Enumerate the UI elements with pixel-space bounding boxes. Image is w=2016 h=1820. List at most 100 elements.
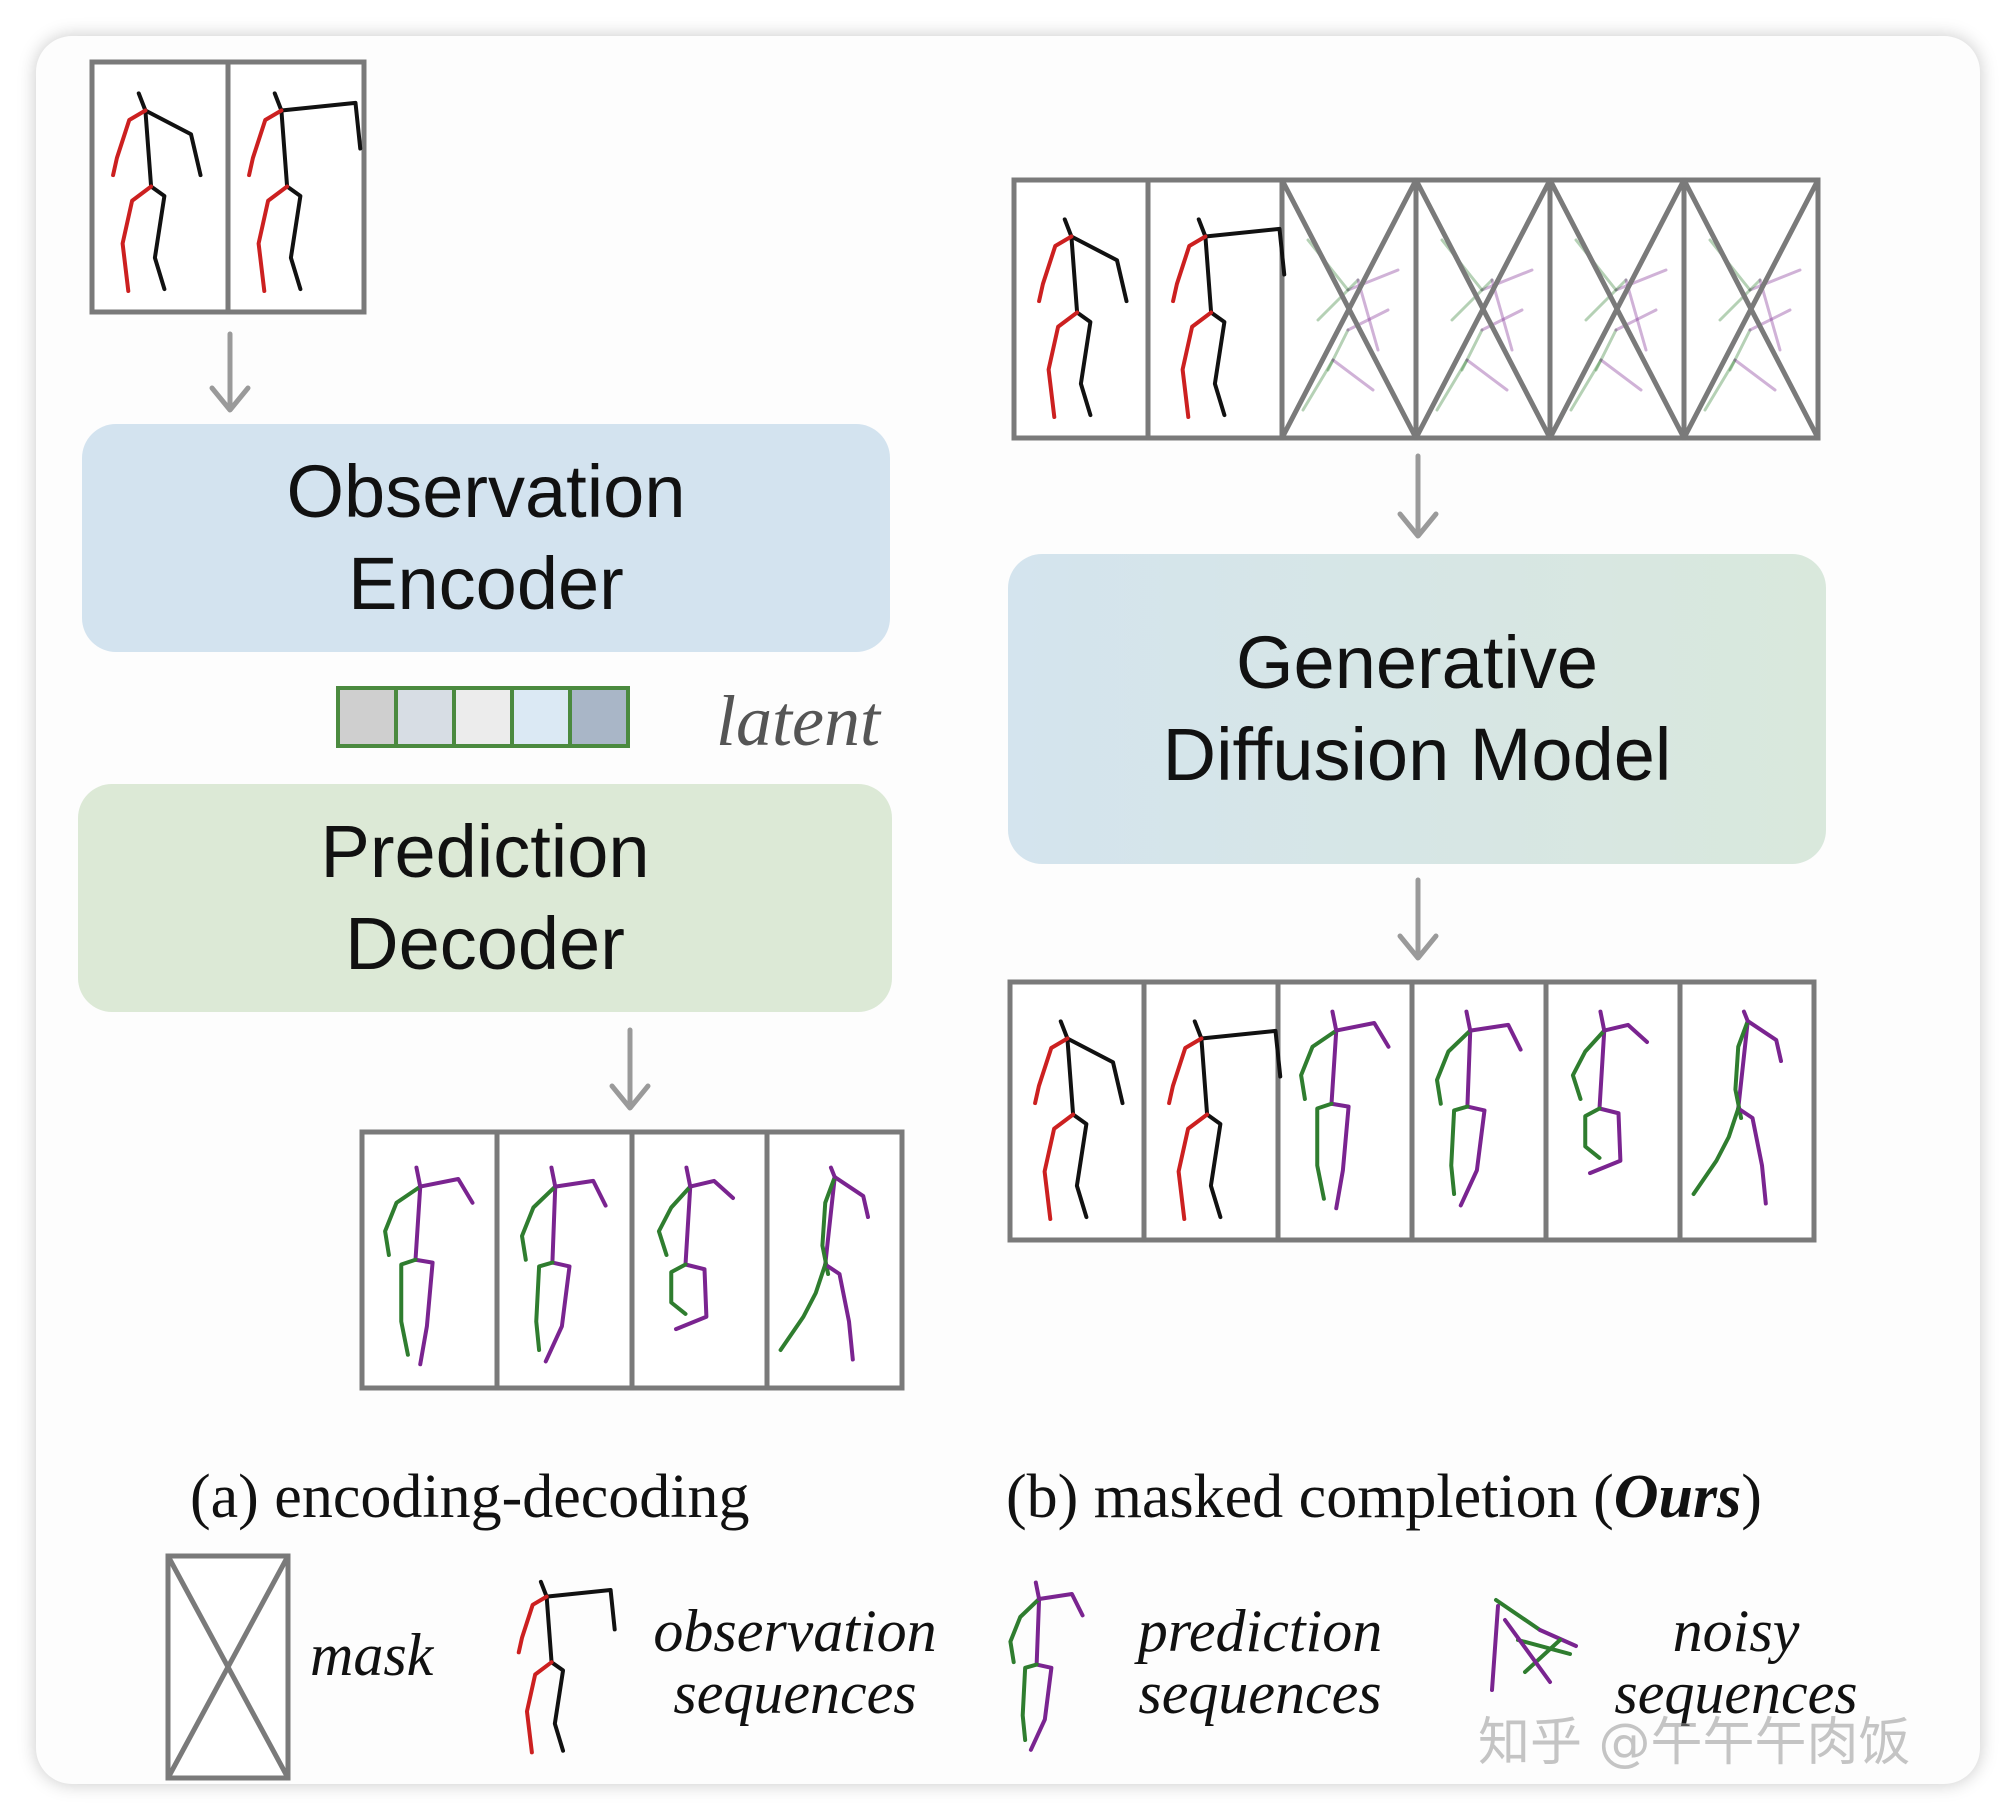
noisy-stroke: [1490, 278, 1514, 352]
decoder-line2: Decoder: [345, 902, 625, 985]
caption-b-prefix: (b) masked completion (: [1006, 1463, 1614, 1531]
skeleton-right-leg: [1209, 310, 1227, 418]
diffusion-line2: Diffusion Model: [1162, 713, 1672, 796]
skeleton-right-arm: [1602, 1022, 1649, 1044]
skeleton-spine: [683, 1184, 693, 1267]
skeleton-left-arm: [656, 1184, 693, 1257]
noisy-stroke: [1490, 1604, 1500, 1692]
legend-mask-label: mask: [310, 1622, 434, 1688]
skeleton-right-leg: [1329, 1101, 1351, 1211]
legend-mask-icon: [165, 1553, 291, 1781]
decoder-line1: Prediction: [320, 810, 650, 893]
skeleton-left-arm: [1037, 234, 1074, 304]
skeleton-left-leg: [1042, 1112, 1076, 1221]
skeleton-spine: [1597, 1028, 1607, 1111]
noisy-stroke: [1450, 278, 1494, 322]
latent-cell: [336, 686, 398, 748]
skeleton-head: [1330, 1009, 1339, 1033]
noisy-stroke: [1718, 278, 1762, 322]
skeleton-left-arm: [516, 1594, 549, 1655]
skeleton-left-leg: [1449, 1104, 1470, 1196]
skeleton-left-leg: [1180, 310, 1214, 419]
skeleton-spine: [279, 108, 290, 189]
observation-encoder-box: Observation Encoder: [82, 424, 890, 652]
skeleton-head: [1741, 1009, 1750, 1024]
caption-a: (a) encoding-decoding: [190, 1463, 750, 1531]
skeleton-spine: [823, 1175, 837, 1267]
skeleton-spine: [1069, 234, 1080, 315]
legend-observation-icon: [516, 1579, 617, 1755]
skeleton-left-leg: [399, 1257, 418, 1357]
skeleton-spine: [1199, 1036, 1210, 1117]
skeleton-neck: [538, 1579, 549, 1599]
noisy-stroke: [1301, 358, 1335, 412]
skeleton-left-arm: [1435, 1028, 1473, 1106]
noisy-stroke: [1331, 358, 1375, 392]
skeleton-left-leg: [524, 1660, 554, 1755]
skeleton-left-arm: [1167, 1036, 1204, 1106]
skeleton-head: [684, 1165, 693, 1189]
skeleton-right-arm: [1065, 1036, 1125, 1106]
arrow-to-encoder: [209, 331, 251, 413]
diffusion-line1: Generative: [1236, 621, 1598, 704]
skeleton-left-arm: [247, 108, 284, 178]
noisy-stroke: [1516, 1638, 1572, 1656]
skeleton-neck: [272, 91, 284, 113]
noisy-stroke: [1758, 278, 1782, 352]
latent-vector: [336, 686, 630, 748]
skeleton-right-arm: [1468, 1022, 1523, 1052]
skeleton-left-leg: [1046, 310, 1080, 419]
mask-cross: [165, 1553, 291, 1781]
skeleton-left-leg: [256, 184, 290, 293]
skeleton-left-leg: [120, 184, 154, 293]
skeleton-spine: [550, 1184, 558, 1265]
skeleton-neck: [1196, 217, 1208, 239]
observation-strip-a: [89, 59, 367, 315]
generative-diffusion-model-box: Generative Diffusion Model: [1008, 554, 1826, 864]
noisy-stroke: [1624, 278, 1648, 352]
noisy-stroke: [1480, 268, 1534, 292]
skeleton-left-arm: [520, 1184, 558, 1262]
arrow-to-prediction-strip: [609, 1027, 651, 1111]
noisy-stroke: [1356, 278, 1380, 352]
skeleton-spine: [1736, 1019, 1750, 1111]
skeleton-right-arm: [1199, 1028, 1283, 1079]
skeleton-left-arm: [1033, 1036, 1070, 1106]
latent-cell: [394, 686, 456, 748]
skeleton-left-arm: [1570, 1028, 1607, 1101]
legend-observation-label: observation sequences: [630, 1600, 960, 1724]
arrow-head: [209, 385, 251, 413]
legend-prediction-icon: [1008, 1580, 1085, 1752]
skeleton-spine: [143, 108, 154, 189]
latent-label: latent: [716, 681, 880, 761]
skeleton-right-arm: [1203, 226, 1287, 277]
mask-cross: [1547, 177, 1687, 441]
skeleton-right-leg: [1028, 1662, 1054, 1752]
legend-noisy-line2: sequences: [1614, 1660, 1858, 1726]
skeleton-right-leg: [543, 1260, 572, 1364]
skeleton-head: [414, 1165, 423, 1189]
noisy-stroke: [1728, 328, 1752, 372]
skeleton-left-arm: [111, 108, 148, 178]
completed-strip-b: [1007, 979, 1817, 1243]
skeleton-left-leg: [1691, 1106, 1741, 1196]
noisy-stroke: [1435, 358, 1469, 412]
skeleton-head: [1464, 1009, 1473, 1033]
skeleton-left-leg: [778, 1262, 828, 1352]
legend-prediction-line2: sequences: [1138, 1660, 1382, 1726]
caption-b: (b) masked completion (Ours): [1006, 1462, 1762, 1533]
encoder-line2: Encoder: [348, 542, 624, 625]
skeleton-right-leg: [674, 1262, 709, 1332]
skeleton-right-leg: [823, 1262, 855, 1362]
arrow-to-completed-strip: [1397, 877, 1439, 961]
skeleton-right-leg: [1205, 1112, 1223, 1220]
skeleton-left-leg: [1315, 1101, 1334, 1201]
mask-cross: [1681, 177, 1821, 441]
noisy-stroke: [1748, 268, 1802, 292]
skeleton-left-leg: [669, 1262, 688, 1316]
noisy-stroke: [1703, 358, 1737, 412]
mask-cross: [1279, 177, 1419, 441]
skeleton-right-arm: [832, 1175, 870, 1219]
skeleton-right-leg: [1075, 310, 1093, 418]
